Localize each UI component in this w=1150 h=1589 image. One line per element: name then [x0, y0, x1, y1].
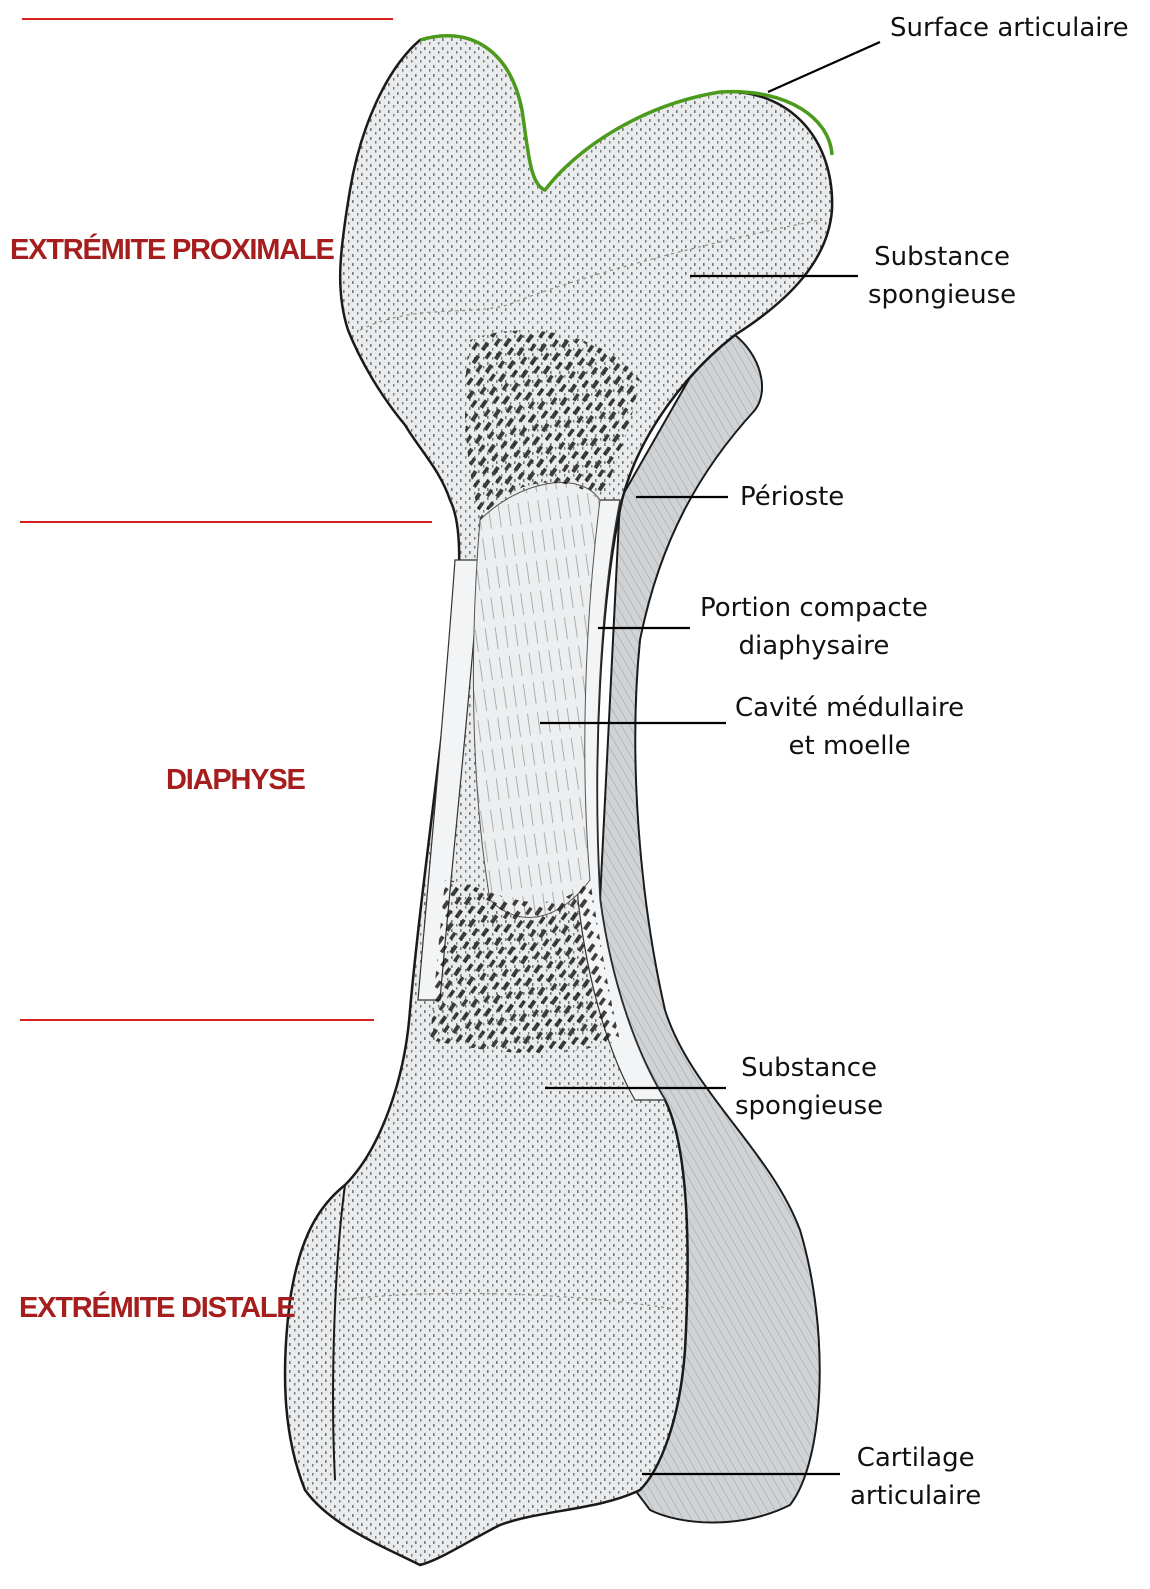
label-portion-compacte: Portion compacte diaphysaire [700, 589, 928, 665]
label-portion-compacte-line1: Portion compacte [700, 589, 928, 627]
trabecular-zone-lower [430, 880, 620, 1053]
label-surface-articulaire-text: Surface articulaire [890, 9, 1129, 47]
label-cavite-medullaire-line1: Cavité médullaire [735, 689, 964, 727]
label-substance-spongieuse-bottom-line2: spongieuse [735, 1087, 883, 1125]
label-cavite-medullaire: Cavité médullaire et moelle [735, 689, 964, 765]
label-cartilage-articulaire-line1: Cartilage [850, 1439, 981, 1477]
label-portion-compacte-line2: diaphysaire [700, 627, 928, 665]
label-substance-spongieuse-bottom: Substance spongieuse [735, 1049, 883, 1125]
label-substance-spongieuse-top: Substance spongieuse [868, 238, 1016, 314]
label-cartilage-articulaire: Cartilage articulaire [850, 1439, 981, 1515]
medullary-fibers [473, 483, 600, 918]
region-label-distal: EXTRÉMITE DISTALE [19, 1292, 295, 1325]
leader-surface-articulaire [768, 42, 880, 92]
region-label-diaphysis: DIAPHYSE [166, 764, 305, 797]
label-perioste-text: Périoste [740, 478, 844, 516]
label-cartilage-articulaire-line2: articulaire [850, 1477, 981, 1515]
label-surface-articulaire: Surface articulaire [890, 9, 1129, 47]
region-label-proximal: EXTRÉMITE PROXIMALE [10, 234, 334, 267]
label-substance-spongieuse-top-line1: Substance [868, 238, 1016, 276]
label-perioste: Périoste [740, 478, 844, 516]
label-cavite-medullaire-line2: et moelle [735, 727, 964, 765]
label-substance-spongieuse-bottom-line1: Substance [735, 1049, 883, 1087]
label-substance-spongieuse-top-line2: spongieuse [868, 276, 1016, 314]
